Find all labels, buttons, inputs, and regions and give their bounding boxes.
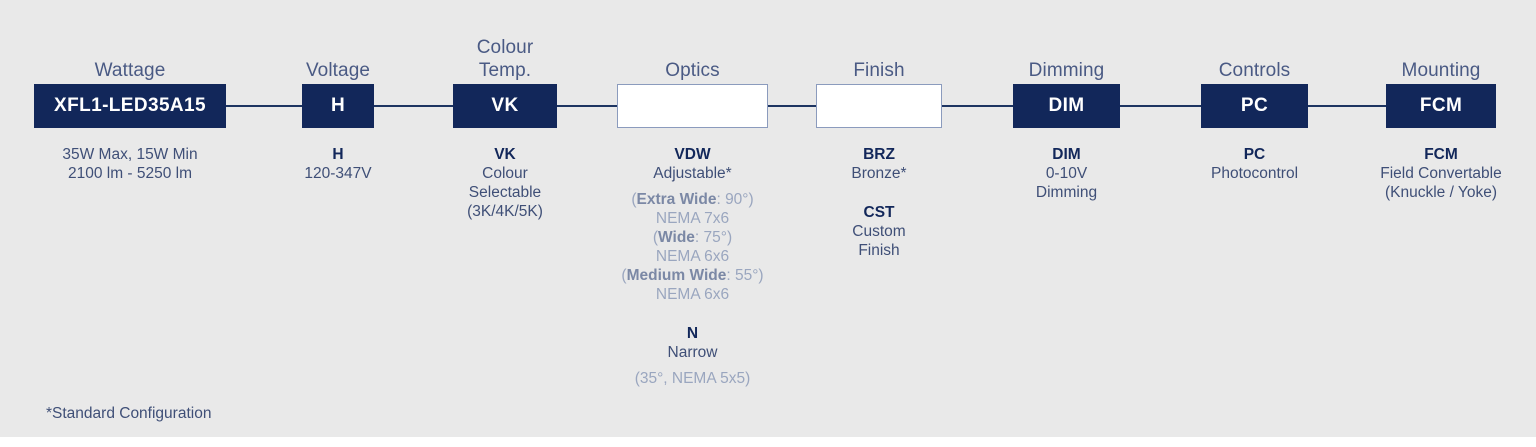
option-subnote: (35°, NEMA 5x5) xyxy=(597,369,788,388)
column-header-wrap-colour-temp: Colour Temp. xyxy=(453,22,557,82)
column-header-voltage: Voltage xyxy=(305,60,371,81)
option-finish-BRZ: BRZ Bronze* xyxy=(796,145,962,183)
code-box-wattage[interactable]: XFL1-LED35A15 xyxy=(34,84,226,128)
option-finish-CST: CST Custom Finish xyxy=(796,203,962,260)
option-subnote-beam: Wide xyxy=(658,229,695,246)
option-description: Field Convertable (Knuckle / Yoke) xyxy=(1380,165,1502,201)
code-box-optics[interactable] xyxy=(617,84,768,128)
option-description: Colour Selectable (3K/4K/5K) xyxy=(467,165,543,220)
option-subnote-line1: (Wide: 75°) xyxy=(652,229,733,246)
option-subnote-line2: NEMA 6x6 xyxy=(655,286,730,303)
column-header-finish: Finish xyxy=(853,60,905,81)
code-box-finish[interactable] xyxy=(816,84,942,128)
option-voltage-H: H 120-347V xyxy=(282,145,394,183)
option-list-finish: BRZ Bronze* CST Custom Finish xyxy=(796,145,962,260)
column-header-wrap-mounting: Mounting xyxy=(1386,22,1496,82)
option-dimming-DIM: DIM 0-10V Dimming xyxy=(993,145,1140,202)
option-mounting-FCM: FCM Field Convertable (Knuckle / Yoke) xyxy=(1366,145,1516,202)
option-controls-PC: PC Photocontrol xyxy=(1181,145,1328,183)
option-code: N xyxy=(686,325,699,342)
option-subnote-beam: Medium Wide xyxy=(626,267,727,284)
option-description: 0-10V Dimming xyxy=(1035,165,1098,201)
option-list-voltage: H 120-347V xyxy=(282,145,394,183)
column-header-dimming: Dimming xyxy=(1028,60,1105,81)
option-code: H xyxy=(332,146,344,163)
column-header-wrap-optics: Optics xyxy=(617,22,768,82)
option-subnote-angle: : 55°) xyxy=(726,267,764,284)
option-code: DIM xyxy=(1052,146,1081,163)
column-header-controls: Controls xyxy=(1218,60,1291,81)
option-code: VDW xyxy=(674,146,711,163)
code-box-dimming[interactable]: DIM xyxy=(1013,84,1120,128)
option-description: Narrow xyxy=(667,344,718,361)
option-list-mounting: FCM Field Convertable (Knuckle / Yoke) xyxy=(1366,145,1516,202)
option-subnote: (Medium Wide: 55°) NEMA 6x6 xyxy=(597,266,788,304)
option-colour-temp-VK: VK Colour Selectable (3K/4K/5K) xyxy=(433,145,577,221)
option-optics-N: N Narrow (35°, NEMA 5x5) xyxy=(597,324,788,388)
option-code: FCM xyxy=(1424,146,1458,163)
option-subnote-line1: (Extra Wide: 90°) xyxy=(631,191,754,208)
column-header-wrap-voltage: Voltage xyxy=(302,22,374,82)
option-subnote-line2: NEMA 7x6 xyxy=(655,210,730,227)
column-header-wrap-wattage: Wattage xyxy=(34,22,226,82)
option-list-wattage: 35W Max, 15W Min 2100 lm - 5250 lm xyxy=(14,145,246,183)
option-code: PC xyxy=(1243,146,1266,163)
option-description: Photocontrol xyxy=(1210,165,1299,182)
option-list-dimming: DIM 0-10V Dimming xyxy=(993,145,1140,202)
code-box-controls[interactable]: PC xyxy=(1201,84,1308,128)
code-box-mounting[interactable]: FCM xyxy=(1386,84,1496,128)
column-header-wattage: Wattage xyxy=(94,60,166,81)
option-list-controls: PC Photocontrol xyxy=(1181,145,1328,183)
option-subnote-line1: (35°, NEMA 5x5) xyxy=(634,370,751,387)
option-subnote-beam: Extra Wide xyxy=(636,191,717,208)
diagram-sheet xyxy=(0,0,1536,437)
option-description: Custom Finish xyxy=(852,223,906,259)
option-code: BRZ xyxy=(863,146,895,163)
option-subnote: (Wide: 75°) NEMA 6x6 xyxy=(597,228,788,266)
option-list-colour-temp: VK Colour Selectable (3K/4K/5K) xyxy=(433,145,577,221)
option-subnote-angle: : 75°) xyxy=(694,229,733,246)
code-box-voltage[interactable]: H xyxy=(302,84,374,128)
column-header-wrap-controls: Controls xyxy=(1201,22,1308,82)
column-header-wrap-finish: Finish xyxy=(816,22,942,82)
option-description: Bronze* xyxy=(851,165,907,182)
option-subnote: (Extra Wide: 90°) NEMA 7x6 xyxy=(597,190,788,228)
option-description: 35W Max, 15W Min 2100 lm - 5250 lm xyxy=(62,146,198,182)
option-description: 120-347V xyxy=(304,165,372,182)
code-box-colour-temp[interactable]: VK xyxy=(453,84,557,128)
option-subnote-line2: NEMA 6x6 xyxy=(655,248,730,265)
option-code: CST xyxy=(863,204,895,221)
column-header-mounting: Mounting xyxy=(1401,60,1481,81)
column-header-wrap-dimming: Dimming xyxy=(1013,22,1120,82)
footnote: *Standard Configuration xyxy=(46,405,212,422)
option-subnote-angle: : 90°) xyxy=(716,191,754,208)
column-header-optics: Optics xyxy=(665,60,720,81)
option-code: VK xyxy=(494,146,516,163)
option-wattage-spec: 35W Max, 15W Min 2100 lm - 5250 lm xyxy=(14,145,246,183)
column-header-colour-temp: Colour Temp. xyxy=(476,37,534,81)
option-description: Adjustable* xyxy=(653,165,732,182)
option-subnote-line1: (Medium Wide: 55°) xyxy=(621,267,764,284)
